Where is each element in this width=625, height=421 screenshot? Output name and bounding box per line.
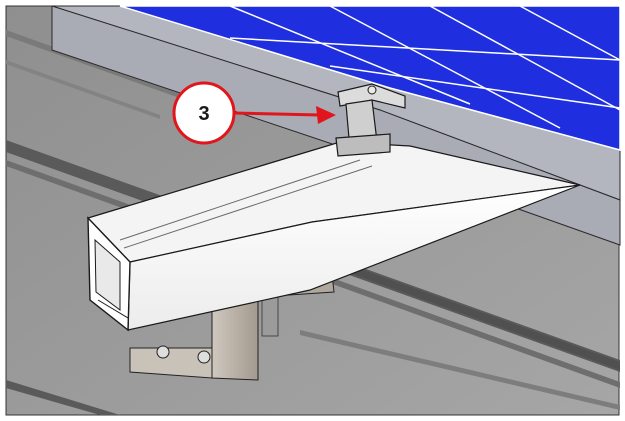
- bracket-base: [129, 347, 213, 379]
- arrow-icon: [233, 111, 321, 117]
- cell-grid: [229, 5, 621, 129]
- roof-groove: [300, 330, 620, 410]
- end-clamp: [335, 83, 406, 157]
- callout-3: 3: [172, 81, 336, 145]
- roof-groove: [330, 258, 620, 370]
- arrow-head: [316, 106, 336, 124]
- bolt-icon: [367, 85, 377, 95]
- bolt-icon: [197, 350, 211, 364]
- bolt-icon: [156, 345, 170, 359]
- clamp-icon: [337, 83, 406, 109]
- callout-number: 3: [198, 103, 209, 125]
- mounting-rail: [86, 141, 581, 332]
- roof-groove: [6, 60, 160, 119]
- threaded-bolt: [261, 295, 279, 337]
- roof-groove: [6, 380, 120, 415]
